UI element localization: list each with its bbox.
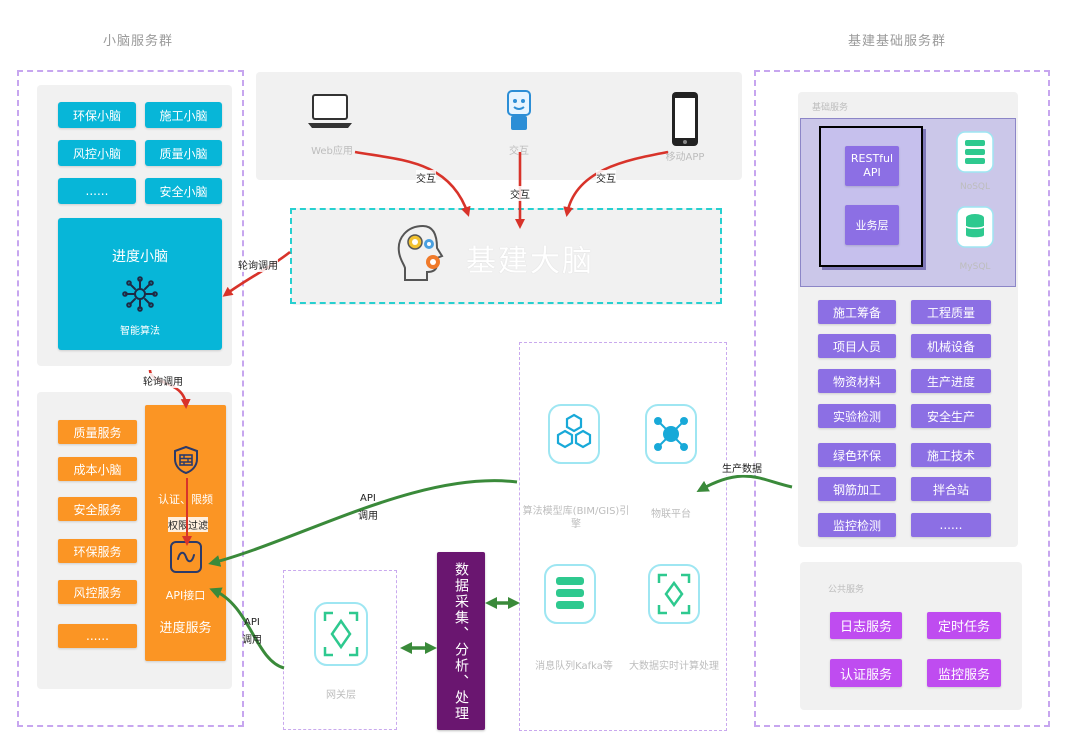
business-layer-box[interactable]: 业务层	[845, 205, 899, 245]
data-processing-bar[interactable]: 数据采集、分析、处理	[437, 552, 485, 730]
data-processing-label: 数据采集、分析、处理	[453, 562, 469, 722]
tech-platform-frame	[519, 342, 727, 731]
service-environment[interactable]: 环保服务	[58, 539, 137, 563]
tech-caption-bigdata: 大数据实时计算处理	[629, 661, 719, 672]
label-api-bottom-2: 调用	[242, 635, 262, 646]
label-poll-left: 轮询调用	[143, 373, 183, 388]
service-cost[interactable]: 成本小脑	[58, 457, 137, 481]
gateway-frame	[283, 570, 397, 730]
log-service[interactable]: 日志服务	[830, 612, 902, 639]
service-risk[interactable]: 风控服务	[58, 580, 137, 604]
brain-tile-more[interactable]: ......	[58, 178, 136, 204]
infra-panel-title: 基础服务	[812, 103, 849, 113]
module-monitoring-detection[interactable]: 监控检测	[818, 513, 896, 537]
monitor-service[interactable]: 监控服务	[927, 659, 1001, 687]
arrow-interaction-phone	[563, 150, 669, 217]
brain-tile-construction[interactable]: 施工小脑	[145, 102, 222, 128]
brain-tile-quality[interactable]: 质量小脑	[145, 140, 222, 166]
auth-label: 认证、限频	[158, 493, 213, 506]
label-api-bottom-1: API	[244, 617, 260, 628]
label-production-data: 生产数据	[722, 460, 762, 475]
core-brain-panel	[291, 208, 722, 305]
arrow-interaction-web	[354, 150, 471, 217]
arrow-api-call-from-gateway	[209, 587, 285, 670]
right-section-title: 基建基础服务群	[848, 34, 947, 49]
focus-frame-icon	[648, 564, 700, 624]
module-machinery[interactable]: 机械设备	[911, 334, 991, 358]
progress-brain-tile[interactable]: 进度小脑 智能算法	[58, 218, 222, 350]
tech-caption-queue: 消息队列Kafka等	[535, 661, 613, 672]
right-column-frame	[754, 70, 1050, 727]
gateway-caption: 网关层	[326, 690, 356, 701]
module-safe-production[interactable]: 安全生产	[911, 404, 991, 428]
scheduled-task-service[interactable]: 定时任务	[927, 612, 1001, 639]
module-construction-prep[interactable]: 施工筹备	[818, 300, 896, 324]
restful-api-box[interactable]: RESTful API	[845, 146, 899, 186]
brain-tile-risk[interactable]: 风控小脑	[58, 140, 136, 166]
network-hub-icon	[645, 404, 697, 464]
module-engineering-quality[interactable]: 工程质量	[911, 300, 991, 324]
arrow-production-data	[696, 474, 793, 492]
module-production-progress[interactable]: 生产进度	[911, 369, 991, 393]
label-poll-top: 轮询调用	[238, 257, 278, 272]
mysql-caption: MySQL	[959, 262, 991, 272]
brain-tile-environment[interactable]: 环保小脑	[58, 102, 136, 128]
core-brain-title: 基建大脑	[466, 244, 594, 279]
common-panel-title: 公共服务	[828, 585, 865, 595]
progress-brain-caption: 智能算法	[120, 326, 160, 337]
firewall-shield-icon	[173, 445, 198, 475]
module-mixing-station[interactable]: 拌合站	[911, 477, 991, 501]
robot-icon	[507, 90, 531, 130]
label-interaction-2: 交互	[510, 186, 530, 201]
arrow-poll-to-brain	[222, 250, 291, 297]
device-caption-robot: 交互	[509, 146, 529, 157]
service-safety[interactable]: 安全服务	[58, 497, 137, 521]
module-lab-testing[interactable]: 实验检测	[818, 404, 896, 428]
brain-tile-safety[interactable]: 安全小脑	[145, 178, 222, 204]
module-construction-tech[interactable]: 施工技术	[911, 443, 991, 467]
service-quality[interactable]: 质量服务	[58, 420, 137, 444]
auth-service[interactable]: 认证服务	[830, 659, 902, 687]
left-section-title: 小脑服务群	[103, 34, 174, 49]
module-more[interactable]: ......	[911, 513, 991, 537]
service-more[interactable]: ......	[58, 624, 137, 648]
gateway-icon	[314, 602, 368, 666]
api-label: API接口	[165, 589, 206, 602]
device-caption-web: Web应用	[311, 146, 353, 157]
module-green-environment[interactable]: 绿色环保	[818, 443, 896, 467]
brain-gears-icon	[397, 224, 444, 281]
nosql-caption: NoSQL	[959, 182, 991, 192]
left-column-frame	[17, 70, 244, 727]
module-rebar-processing[interactable]: 钢筋加工	[818, 477, 896, 501]
module-project-staff[interactable]: 项目人员	[818, 334, 896, 358]
tech-caption-algorithm: 算法模型库(BIM/GIS)引擎	[522, 506, 630, 530]
label-interaction-3: 交互	[596, 170, 616, 185]
arrow-api-call-from-platform	[208, 479, 518, 567]
laptop-icon	[308, 94, 352, 128]
label-api-mid-1: API	[360, 493, 376, 504]
phone-icon	[672, 92, 698, 146]
core-brain-frame	[290, 208, 722, 304]
nosql-icon	[956, 131, 994, 173]
module-materials[interactable]: 物资材料	[818, 369, 896, 393]
hexagons-icon	[548, 404, 600, 464]
device-caption-phone: 移动APP	[665, 152, 705, 163]
label-api-mid-2: 调用	[358, 511, 378, 522]
progress-service-block[interactable]: 认证、限频 API接口 进度服务	[145, 405, 226, 661]
progress-service-title: 进度服务	[159, 621, 212, 636]
database-stack-icon	[544, 564, 596, 624]
progress-brain-title: 进度小脑	[112, 249, 168, 265]
neural-chip-icon	[122, 276, 158, 312]
tech-caption-iot: 物联平台	[651, 509, 691, 520]
mysql-icon	[956, 206, 994, 248]
label-interaction-1: 交互	[416, 170, 436, 185]
